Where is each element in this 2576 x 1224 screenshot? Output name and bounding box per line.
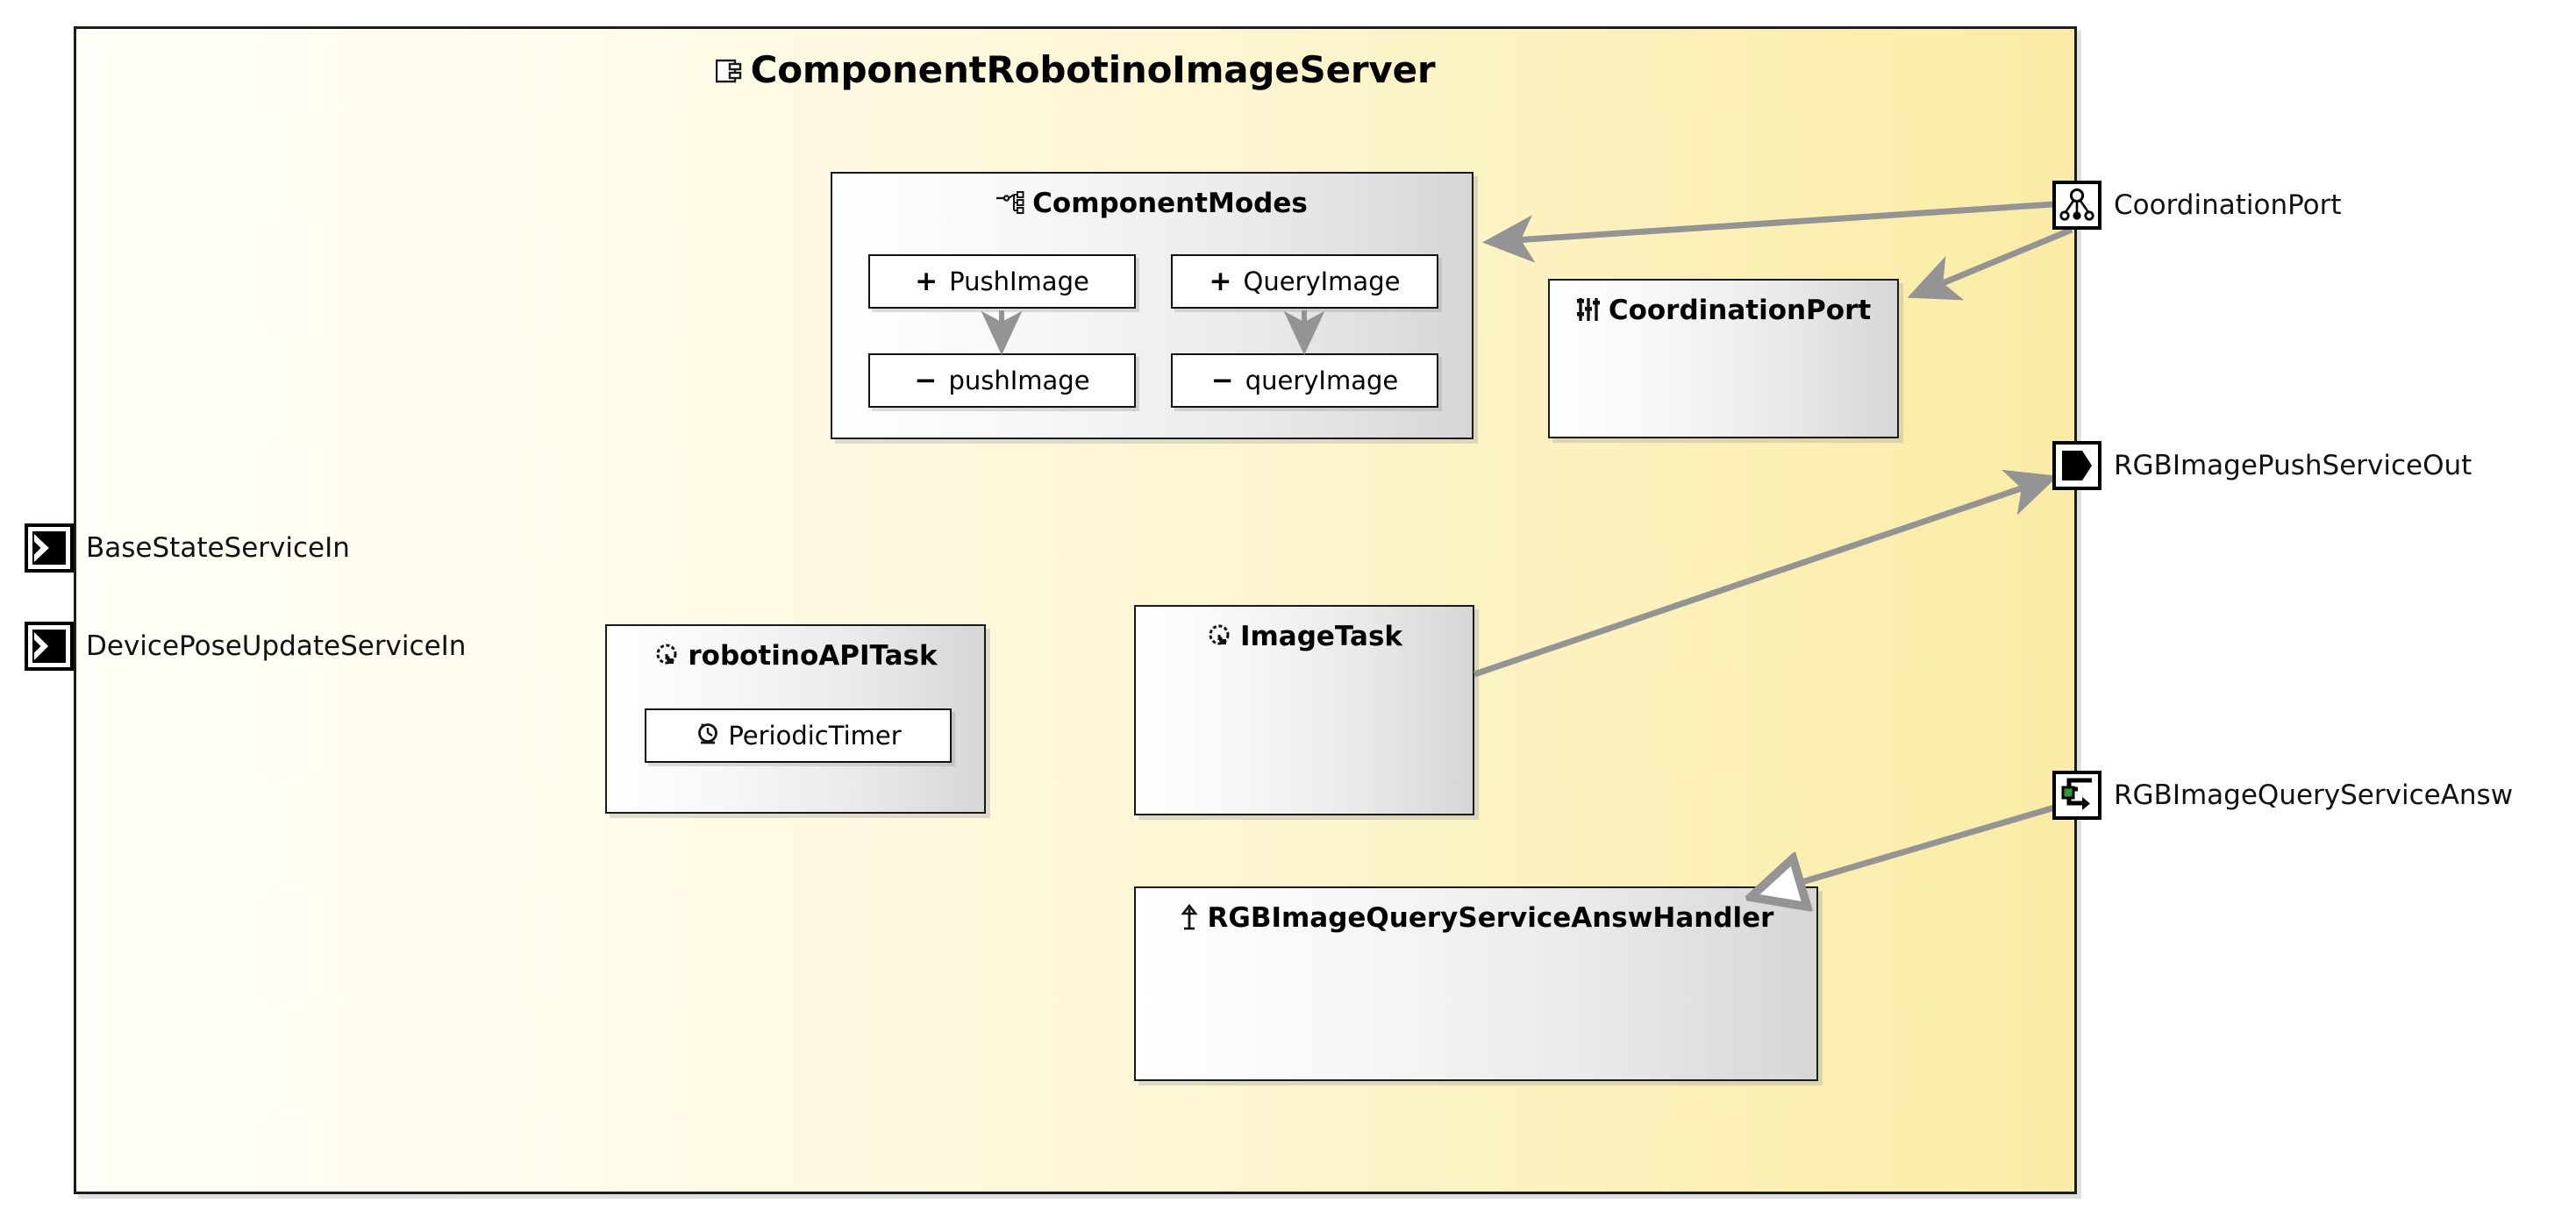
mode-label: queryImage (1245, 366, 1399, 395)
periodic-timer-text: PeriodicTimer (728, 721, 902, 751)
port-label-deviceposeupdateservicein: DevicePoseUpdateServiceIn (86, 630, 467, 662)
port-coordinationport[interactable] (2052, 181, 2101, 230)
coordination-port-box[interactable]: CoordinationPort (1548, 279, 1899, 438)
image-task-text: ImageTask (1239, 621, 1403, 652)
mode-box-pushimage-private[interactable]: − pushImage (868, 353, 1136, 408)
robotino-api-task-title: robotinoAPITask (607, 640, 984, 675)
mode-label: QueryImage (1243, 267, 1401, 296)
image-task-title: ImageTask (1136, 621, 1473, 656)
port-label-rgbimagequeryserviceansw: RGBImageQueryServiceAnsw (2114, 779, 2514, 811)
input-chevron-icon (32, 531, 66, 565)
output-pentagon-icon (2062, 451, 2092, 480)
mode-box-queryimage-private[interactable]: − queryImage (1171, 353, 1438, 408)
query-answ-handler-title: RGBImageQueryServiceAnswHandler (1136, 902, 1816, 937)
visibility-marker: + (915, 266, 938, 297)
component-modes-title-text: ComponentModes (1032, 188, 1308, 219)
sliders-icon (1576, 296, 1601, 330)
image-task-box[interactable]: ImageTask (1134, 605, 1474, 815)
periodic-timer-box[interactable]: PeriodicTimer (645, 708, 952, 763)
component-icon (715, 51, 742, 94)
alarm-clock-icon (695, 720, 721, 752)
mode-label: pushImage (948, 366, 1090, 395)
component-title-text: ComponentRobotinoImageServer (750, 48, 1436, 91)
coordination-port-box-text: CoordinationPort (1608, 295, 1872, 326)
up-arrow-icon (1179, 903, 1200, 937)
coordination-port-box-title: CoordinationPort (1550, 295, 1897, 330)
query-answ-handler-box[interactable]: RGBImageQueryServiceAnswHandler (1134, 886, 1818, 1081)
task-loop-icon (653, 642, 680, 675)
port-rgbimagequeryserviceansw[interactable] (2052, 771, 2101, 820)
mode-label: PushImage (949, 267, 1089, 296)
page-title: ComponentRobotinoImageServer (76, 48, 2074, 94)
visibility-marker: + (1209, 266, 1232, 297)
port-label-basestateservicein: BaseStateServiceIn (86, 532, 350, 564)
query-answ-handler-text: RGBImageQueryServiceAnswHandler (1207, 902, 1774, 934)
port-label-coordinationport: CoordinationPort (2114, 189, 2342, 221)
input-chevron-icon (32, 630, 66, 663)
port-label-rgbimagepushserviceout: RGBImagePushServiceOut (2114, 450, 2473, 481)
mode-box-pushimage-public[interactable]: + PushImage (868, 254, 1136, 309)
state-hierarchy-icon (996, 189, 1024, 223)
robotino-api-task-text: robotinoAPITask (688, 640, 938, 672)
visibility-marker: − (914, 365, 938, 396)
mode-box-queryimage-public[interactable]: + QueryImage (1171, 254, 1438, 309)
port-basestateservicein[interactable] (25, 523, 74, 573)
task-loop-icon (1206, 623, 1232, 656)
coordination-tree-icon (2059, 188, 2094, 221)
port-rgbimagepushserviceout[interactable] (2052, 441, 2101, 490)
port-deviceposeupdateservicein[interactable] (25, 622, 74, 671)
visibility-marker: − (1210, 365, 1234, 396)
query-answer-loop-icon (2061, 778, 2092, 810)
component-modes-title: ComponentModes (832, 188, 1472, 223)
